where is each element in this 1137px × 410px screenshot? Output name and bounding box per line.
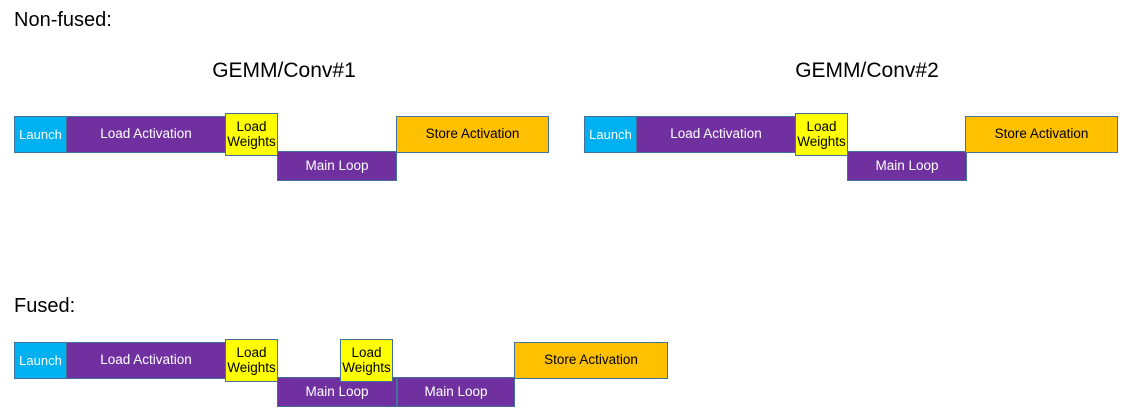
nonfused-2-main-loop-label: Main Loop (875, 157, 939, 173)
fused-store-activation-block[interactable]: Store Activation (514, 342, 668, 379)
fused-main-loop-2-label: Main Loop (424, 383, 488, 399)
section-label-fused: Fused: (14, 295, 76, 317)
nonfused-1-load-activation-block[interactable]: Load Activation (66, 116, 226, 153)
fused-main-loop-1-block[interactable]: Main Loop (277, 377, 397, 407)
nonfused-1-store-activation-block[interactable]: Store Activation (396, 116, 549, 153)
fused-load-weights-1-line1: Load (236, 344, 267, 360)
fused-main-loop-2-block[interactable]: Main Loop (397, 377, 515, 407)
nonfused-2-main-loop-block[interactable]: Main Loop (847, 151, 967, 181)
nonfused-2-store-activation-block[interactable]: Store Activation (965, 116, 1118, 153)
nonfused-2-load-weights-line2: Weights (797, 133, 846, 149)
nonfused-2-load-activation-block[interactable]: Load Activation (636, 116, 796, 153)
section-label-non-fused: Non-fused: (14, 9, 112, 31)
fused-load-activation-label: Load Activation (100, 352, 192, 368)
nonfused-1-load-weights-line1: Load (236, 118, 267, 134)
nonfused-1-main-loop-label: Main Loop (305, 157, 369, 173)
nonfused-2-load-activation-label: Load Activation (670, 126, 762, 142)
fused-load-weights-2-line1: Load (351, 344, 382, 360)
nonfused-2-load-weights-line1: Load (806, 118, 837, 134)
nonfused-2-store-activation-label: Store Activation (994, 126, 1089, 142)
nonfused-1-load-activation-label: Load Activation (100, 126, 192, 142)
nonfused-2-launch-block[interactable]: Launch (584, 116, 637, 153)
fused-load-weights-2-line2: Weights (342, 359, 391, 375)
group-heading-gemm-conv-2: GEMM/Conv#2 (795, 59, 939, 82)
nonfused-2-launch-label: Launch (589, 126, 632, 142)
fused-load-weights-1-line2: Weights (227, 359, 276, 375)
group-heading-gemm-conv-1: GEMM/Conv#1 (212, 59, 356, 82)
nonfused-1-store-activation-label: Store Activation (425, 126, 520, 142)
fused-store-activation-label: Store Activation (544, 352, 638, 368)
fused-launch-block[interactable]: Launch (14, 342, 67, 379)
fused-main-loop-1-label: Main Loop (305, 383, 369, 399)
nonfused-1-main-loop-block[interactable]: Main Loop (277, 151, 397, 181)
nonfused-1-launch-block[interactable]: Launch (14, 116, 67, 153)
nonfused-1-load-weights-line2: Weights (227, 133, 276, 149)
fused-load-activation-block[interactable]: Load Activation (66, 342, 226, 379)
fused-launch-label: Launch (19, 352, 62, 368)
nonfused-1-launch-label: Launch (19, 126, 62, 142)
